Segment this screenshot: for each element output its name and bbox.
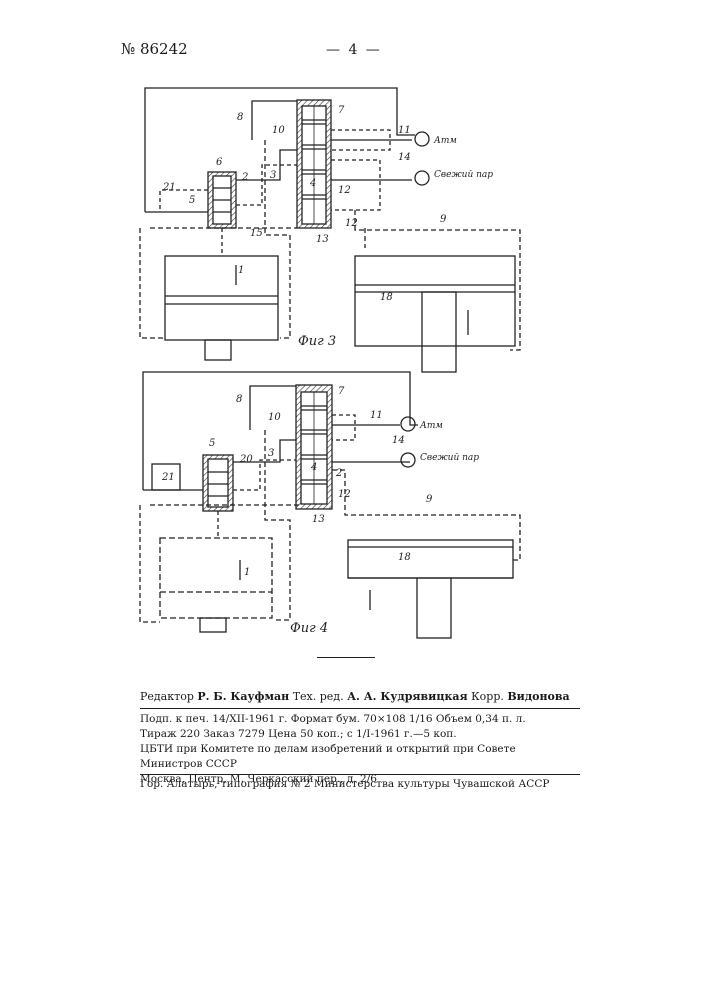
fig4-label-7: 7 xyxy=(338,386,345,397)
colophon-block: Подп. к печ. 14/XII-1961 г. Формат бум. … xyxy=(140,712,580,787)
fig4-label-2: 2 xyxy=(335,468,342,479)
colophon-bottom-rule xyxy=(140,774,580,775)
tech-name: А. А. Кудрявицкая xyxy=(347,690,468,703)
figure-4 xyxy=(140,372,520,638)
fig3-label-15: 15 xyxy=(250,228,263,239)
editor-name: Р. Б. Кауфман xyxy=(197,690,289,703)
fig3-label-5: 5 xyxy=(189,195,195,206)
fig4-label-8: 8 xyxy=(236,394,242,405)
fig4-label-4: 4 xyxy=(310,462,317,473)
fig4-label-21: 21 xyxy=(161,472,175,483)
tech-label: Тех. ред. xyxy=(293,690,344,703)
corr-name: Видонова xyxy=(507,690,569,703)
separator-rule xyxy=(317,657,375,658)
fig3-label-21: 21 xyxy=(162,182,176,193)
fig4-gauge-label-atm: Атм xyxy=(419,421,443,431)
print-line: Подп. к печ. 14/XII-1961 г. Формат бум. … xyxy=(140,712,580,727)
fig4-label-11: 11 xyxy=(370,410,383,421)
editors-line: Редактор Р. Б. Кауфман Тех. ред. А. А. К… xyxy=(140,690,570,703)
fig3-gauge-label-atm: Атм xyxy=(433,136,457,146)
fig4-caption: Фиг 4 xyxy=(290,621,328,636)
printer-line: Гор. Алатырь, типография № 2 Министерств… xyxy=(140,777,580,792)
org-line: ЦБТИ при Комитете по делам изобретений и… xyxy=(140,742,580,772)
fig4-label-9: 9 xyxy=(426,494,433,505)
fig3-label-8: 8 xyxy=(237,112,243,123)
fig3-gauge-label-steam: Свежий пар xyxy=(434,170,493,180)
fig3-label-6: 6 xyxy=(216,157,223,168)
fig3-label-10: 10 xyxy=(272,125,285,136)
colophon-top-rule xyxy=(140,708,580,709)
fig3-label-12b: 12 xyxy=(345,218,358,229)
fig4-label-5: 5 xyxy=(209,438,215,449)
fig4-label-14: 14 xyxy=(392,435,405,446)
fig4-label-20: 20 xyxy=(239,454,253,465)
fig3-label-9: 9 xyxy=(440,214,447,225)
fig3-label-11: 11 xyxy=(398,125,411,136)
run-line: Тираж 220 Заказ 7279 Цена 50 коп.; с 1/I… xyxy=(140,727,580,742)
fig4-label-18: 18 xyxy=(398,552,411,563)
fig4-label-12: 12 xyxy=(338,489,351,500)
fig3-label-14: 14 xyxy=(398,152,411,163)
editor-label: Редактор xyxy=(140,690,194,703)
fig3-label-12: 12 xyxy=(338,185,351,196)
fig3-label-2: 2 xyxy=(241,172,248,183)
figure-3 xyxy=(140,88,520,372)
fig4-label-1: 1 xyxy=(244,567,250,578)
fig4-label-13: 13 xyxy=(312,514,325,525)
fig4-label-3: 3 xyxy=(268,448,274,459)
corr-label: Корр. xyxy=(471,690,504,703)
fig3-label-18: 18 xyxy=(380,292,393,303)
fig3-label-3: 3 xyxy=(270,170,276,181)
fig4-gauge-label-steam: Свежий пар xyxy=(420,453,479,463)
fig3-label-7: 7 xyxy=(338,105,345,116)
fig3-caption: Фиг 3 xyxy=(298,334,336,349)
fig3-label-4: 4 xyxy=(309,178,316,189)
fig3-label-1: 1 xyxy=(238,265,244,276)
fig4-label-10: 10 xyxy=(268,412,281,423)
fig3-label-13: 13 xyxy=(316,234,329,245)
